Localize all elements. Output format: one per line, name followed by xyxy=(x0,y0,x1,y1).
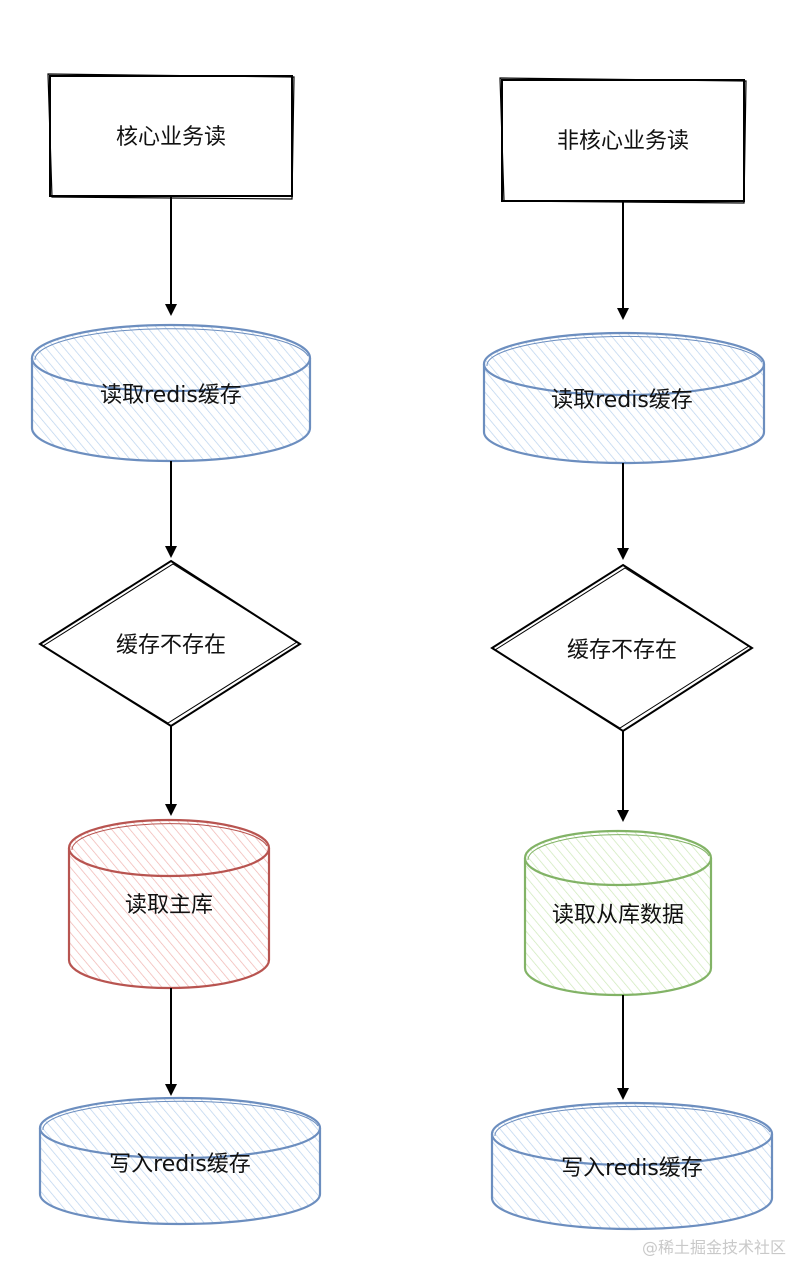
right-read-replica-db-label: 读取从库数据 xyxy=(552,903,684,928)
left-read-cache-label: 读取redis缓存 xyxy=(100,383,242,408)
right-read-cache-cylinder: 读取redis缓存 xyxy=(482,331,766,465)
left-read-main-db-label: 读取主库 xyxy=(125,893,213,918)
left-write-cache-label: 写入redis缓存 xyxy=(109,1152,251,1177)
right-start-box: 非核心业务读 xyxy=(499,77,747,204)
right-cache-miss-decision: 缓存不存在 xyxy=(490,563,754,733)
left-start-label: 核心业务读 xyxy=(116,125,226,150)
watermark: @稀土掘金技术社区 xyxy=(641,1238,786,1257)
left-write-cache-cylinder: 写入redis缓存 xyxy=(38,1096,322,1226)
left-cache-miss-label: 缓存不存在 xyxy=(116,633,226,658)
left-read-main-db-cylinder: 读取主库 xyxy=(67,818,271,990)
left-read-cache-cylinder: 读取redis缓存 xyxy=(30,323,312,463)
left-cache-miss-decision: 缓存不存在 xyxy=(38,559,302,728)
left-start-box: 核心业务读 xyxy=(47,73,295,200)
right-write-cache-label: 写入redis缓存 xyxy=(561,1156,703,1181)
right-cache-miss-label: 缓存不存在 xyxy=(567,638,677,663)
right-read-replica-db-cylinder: 读取从库数据 xyxy=(523,829,713,997)
right-start-label: 非核心业务读 xyxy=(557,129,689,154)
right-read-cache-label: 读取redis缓存 xyxy=(551,388,693,413)
right-write-cache-cylinder: 写入redis缓存 xyxy=(490,1101,774,1231)
